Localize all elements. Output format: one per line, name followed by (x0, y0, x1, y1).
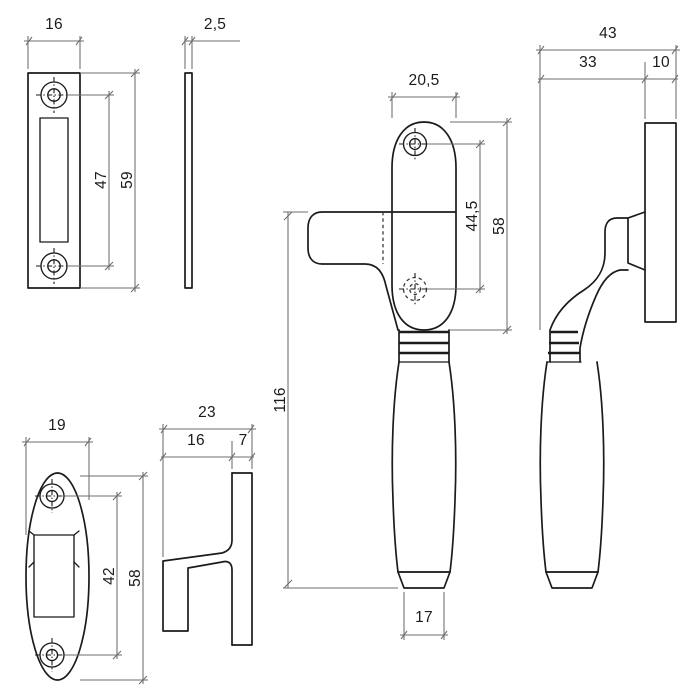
keep-side-view: 23 16 7 (159, 404, 256, 646)
dimension-keep-screw-spacing: 42 (65, 491, 122, 660)
keep-opening (33, 534, 75, 618)
dimension-label-20-5: 20,5 (409, 72, 440, 89)
keep-break-marks (28, 530, 80, 568)
dimension-label-47: 47 (93, 171, 110, 189)
handle-rosette-screw-bottom-hidden (399, 273, 431, 305)
dimension-label-23: 23 (198, 404, 216, 421)
striker-plate-side-view: 2,5 (181, 16, 240, 289)
keep-oval-outline (25, 472, 90, 681)
dimension-label-58-keep: 58 (127, 569, 144, 587)
dimension-label-58-handle: 58 (491, 217, 508, 235)
dimension-label-43: 43 (599, 25, 617, 42)
dimension-label-42: 42 (101, 567, 118, 585)
dimension-label-16: 16 (45, 16, 63, 33)
handle-neck-rings (398, 329, 450, 363)
striker-plate-front-view: 16 47 59 (24, 16, 140, 293)
dimension-label-7: 7 (239, 432, 248, 449)
dimension-handle-base-width: 17 (400, 592, 448, 640)
handle-side-neck-boss (627, 211, 646, 271)
striker-plate-side-body (184, 72, 193, 289)
dimension-striker-plate-width: 16 (24, 16, 84, 69)
keep-screw-bottom (35, 638, 69, 672)
striker-plate-slot (39, 117, 69, 243)
handle-side-grip-base (545, 571, 599, 589)
handle-rosette-outline (391, 121, 457, 331)
striker-plate-body (27, 72, 81, 289)
handle-side-view: 43 33 10 (536, 25, 680, 589)
keep-front-view: 19 42 58 (22, 417, 148, 685)
dimension-striker-plate-height: 59 (80, 68, 140, 293)
dimension-rosette-width: 20,5 (388, 72, 460, 118)
dimension-label-19: 19 (48, 417, 66, 434)
keep-side-hook (162, 472, 233, 646)
dimension-rosette-height: 58 (450, 117, 512, 335)
dimension-keep-total-depth: 23 (159, 404, 256, 557)
dimension-label-10: 10 (652, 54, 670, 71)
dimension-label-44-5: 44,5 (464, 201, 481, 232)
keep-side-plate (231, 472, 253, 646)
dimension-handle-split-projection: 33 10 (537, 54, 679, 119)
keep-screw-top (35, 479, 69, 513)
dimension-label-59: 59 (119, 171, 136, 189)
dimension-rosette-screw-spacing: 44,5 (427, 139, 485, 294)
handle-side-lever-upper (549, 217, 629, 363)
handle-grip-base (397, 571, 451, 589)
dimension-label-116: 116 (272, 387, 289, 412)
handle-lever-arm (307, 211, 456, 331)
dimension-handle-total-projection: 43 (536, 25, 680, 330)
dimension-label-2-5: 2,5 (204, 16, 226, 33)
handle-rosette-screw-top (399, 128, 431, 160)
dimension-label-16-keep: 16 (187, 432, 205, 449)
dimension-keep-height: 58 (80, 471, 148, 685)
dimension-label-17: 17 (415, 609, 433, 626)
dimension-label-33: 33 (579, 54, 597, 71)
dimension-keep-split-depth: 16 7 (159, 432, 256, 469)
dimension-striker-screw-spacing: 47 (67, 90, 114, 271)
dimension-handle-total-height: 116 (272, 211, 398, 589)
handle-side-rosette (644, 122, 677, 323)
dimension-striker-plate-thickness: 2,5 (181, 16, 240, 69)
handle-side-neck-rings (546, 330, 582, 363)
handle-front-view: 20,5 44,5 58 116 (272, 72, 512, 640)
dimension-keep-width: 19 (22, 417, 93, 535)
handle-side-lever-lower (579, 269, 629, 363)
